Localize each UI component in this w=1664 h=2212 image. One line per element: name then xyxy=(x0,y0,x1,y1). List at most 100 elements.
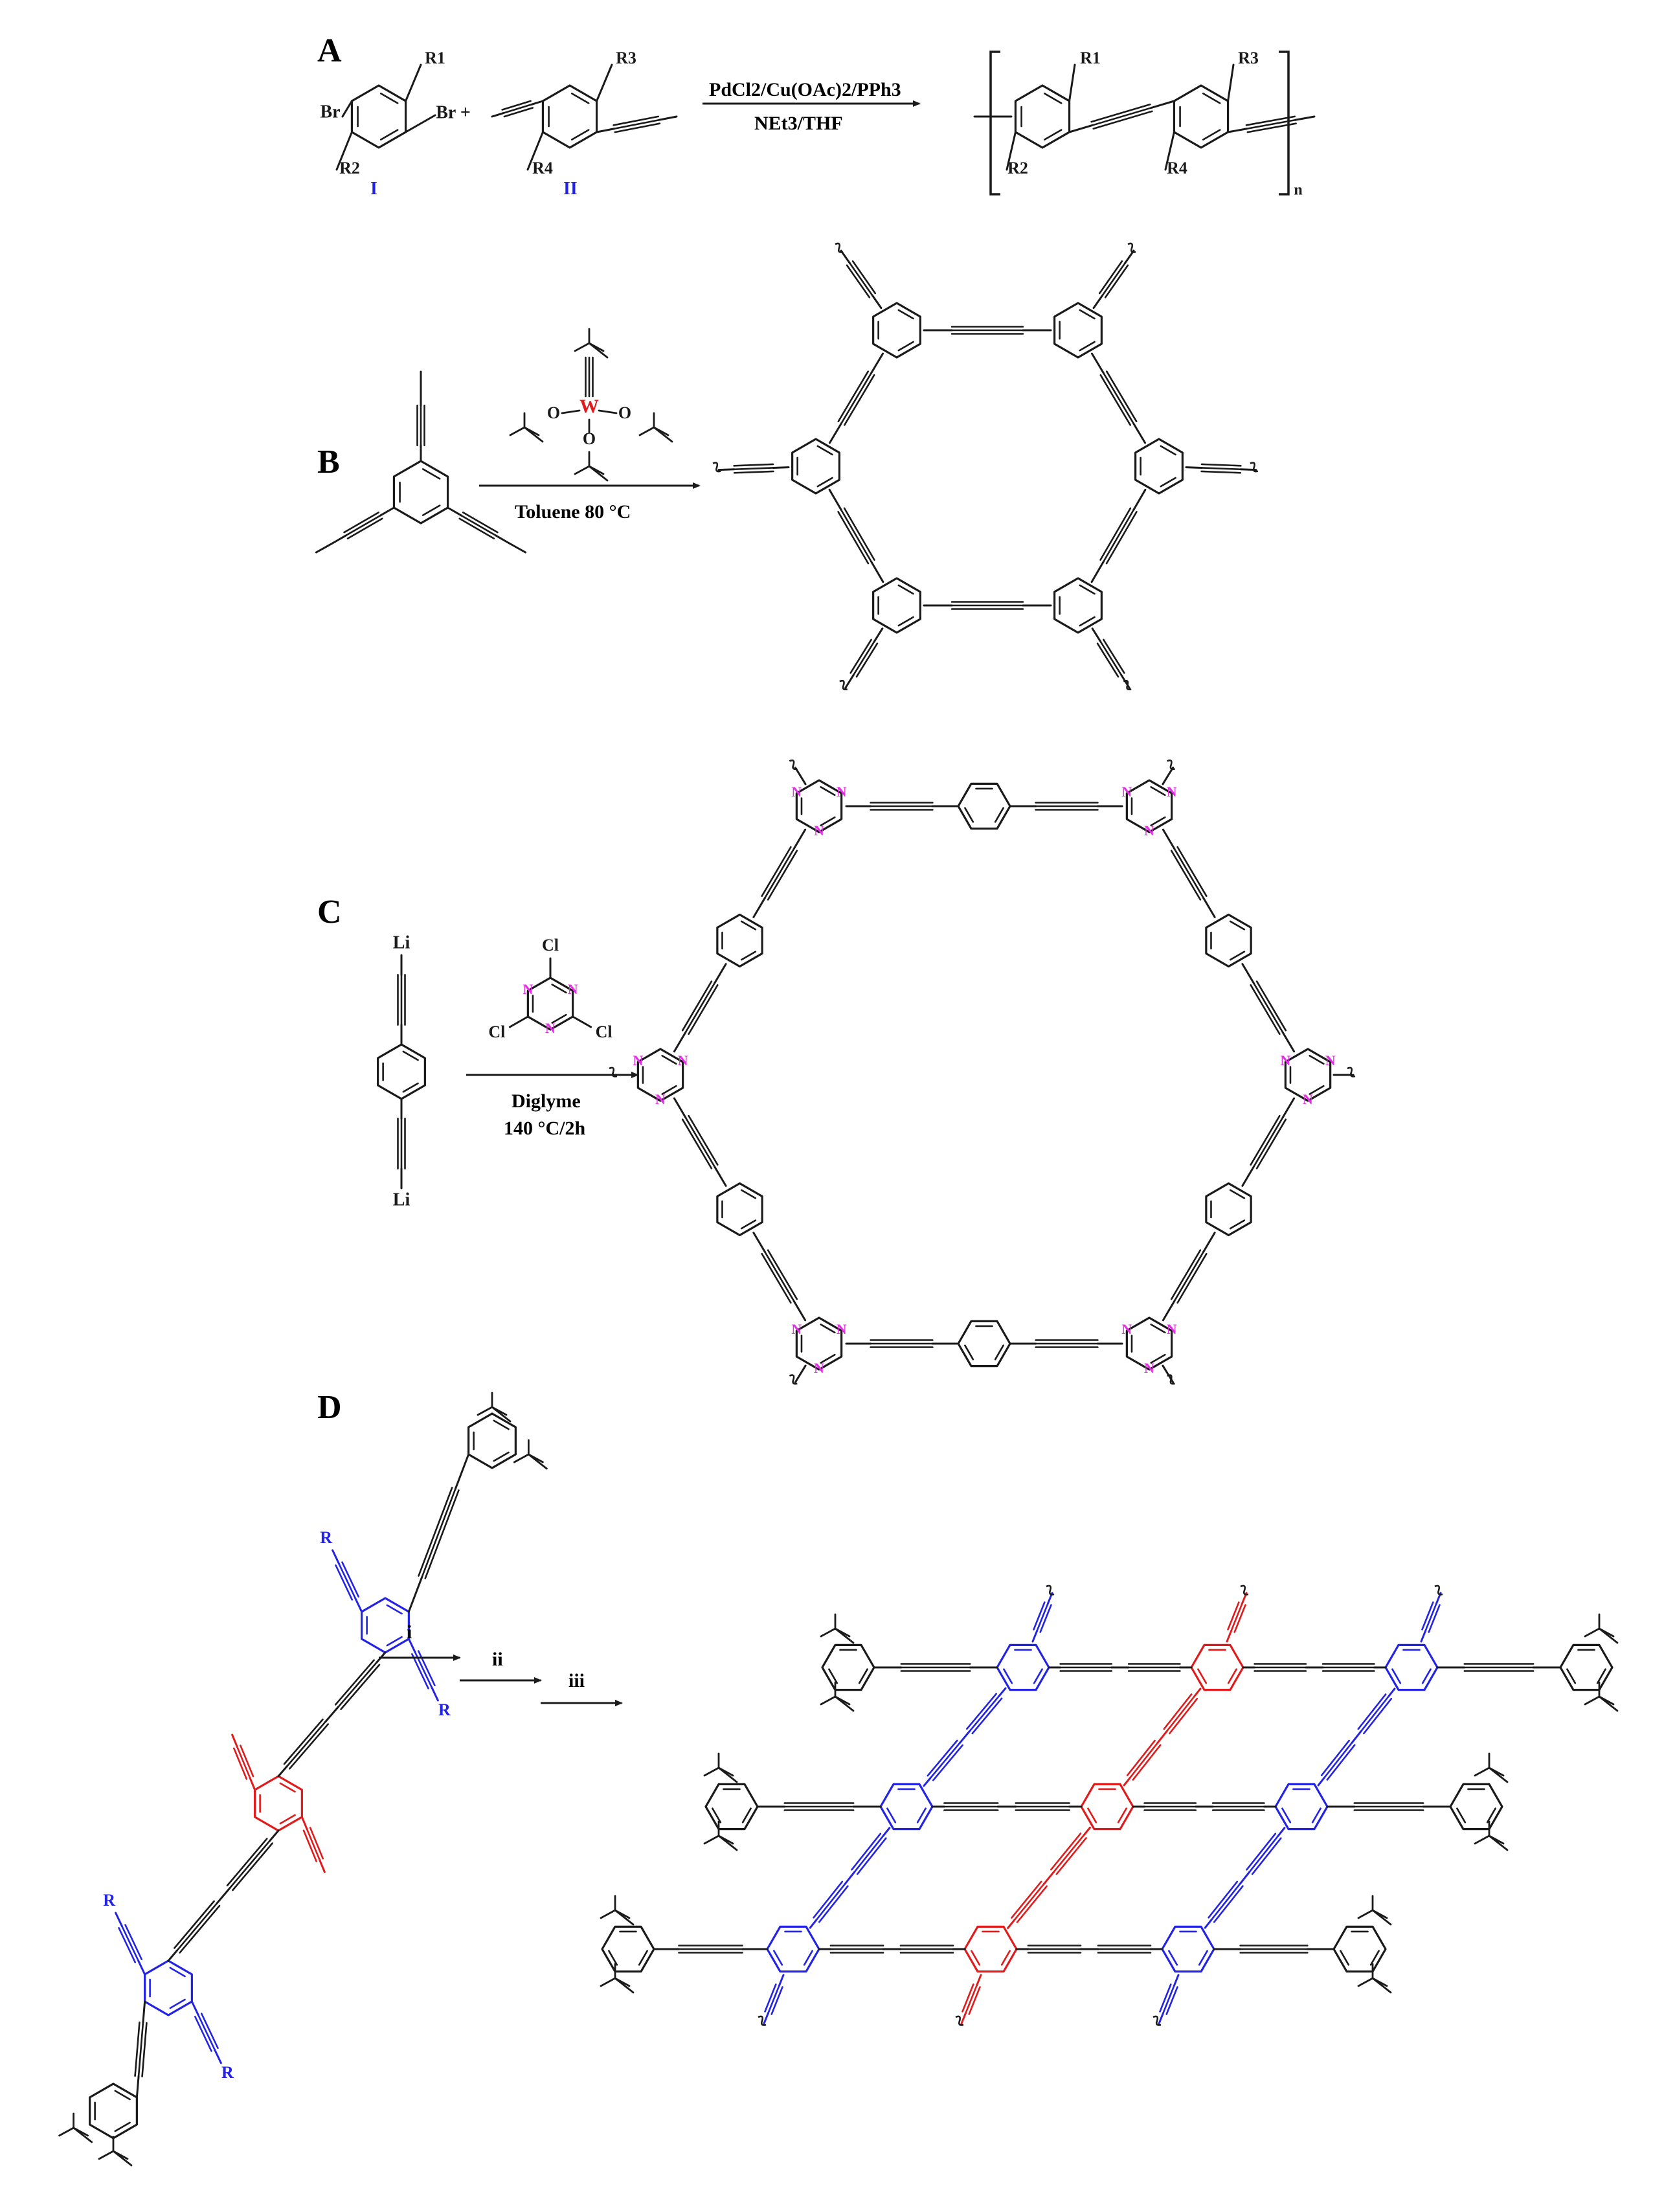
tert-butyl-group xyxy=(58,2112,93,2143)
ring-double-bond xyxy=(740,951,757,961)
bond-line xyxy=(324,1706,339,1723)
bond-line xyxy=(354,1597,363,1613)
tert-butyl-group xyxy=(638,412,673,443)
ring-double-bond xyxy=(1369,1950,1380,1966)
bond-line xyxy=(1474,1766,1490,1777)
bond-line xyxy=(1488,1766,1509,1783)
ring-outline xyxy=(996,1643,1050,1691)
nitrogen-atom: N xyxy=(1144,822,1154,839)
bond-line xyxy=(1226,1630,1233,1643)
ring-double-bond xyxy=(1309,1055,1325,1065)
bond-line xyxy=(190,2000,199,2016)
ring-outline xyxy=(1080,1783,1134,1831)
ring-outline xyxy=(1173,84,1230,149)
ring-outline xyxy=(766,1925,820,1973)
tert-butyl-group xyxy=(1584,1681,1619,1712)
nitrogen-atom: N xyxy=(791,784,802,800)
triple-bond xyxy=(118,1924,142,1963)
bond-line xyxy=(417,1650,436,1687)
bond-line xyxy=(411,1653,429,1689)
macrocycle-alkyne xyxy=(1090,488,1147,583)
ring-double-bond xyxy=(1150,1353,1166,1364)
tert-butyl-group xyxy=(1357,1895,1392,1926)
ring-double-bond xyxy=(1079,309,1096,320)
bond-line xyxy=(112,2150,133,2167)
bond-line xyxy=(1099,374,1132,426)
bond-line xyxy=(216,1886,231,1905)
triple-bond xyxy=(1200,463,1242,474)
bond-line xyxy=(688,984,719,1035)
bond-line xyxy=(319,1858,326,1873)
bond-line xyxy=(1246,119,1296,130)
bond-line xyxy=(703,1834,720,1845)
bond-line xyxy=(1371,1909,1392,1926)
bond-line xyxy=(1126,1739,1156,1777)
bond-line xyxy=(1170,850,1202,901)
ring-outline xyxy=(392,460,449,525)
terminal-alkyne xyxy=(300,1816,326,1873)
macrocycle-alkyne xyxy=(923,326,1052,335)
bond-line xyxy=(851,260,877,295)
triple-bond xyxy=(1245,115,1297,133)
tert-butyl-group xyxy=(1357,1963,1392,1994)
triple-bond xyxy=(961,1983,981,2015)
bond-line xyxy=(405,63,422,102)
triple-bond xyxy=(764,1983,783,2015)
bond-line xyxy=(681,980,713,1032)
monomer-ii-ring xyxy=(541,84,598,149)
triazine-ring-1 xyxy=(795,779,843,833)
triple-bond xyxy=(761,1249,798,1304)
ring-double-bond xyxy=(402,1082,419,1093)
bond-line xyxy=(454,1453,470,1490)
bond-line xyxy=(844,1871,856,1885)
ring-outline xyxy=(1274,1783,1329,1831)
ring-outline xyxy=(879,1783,934,1831)
bond-line xyxy=(379,506,395,517)
tert-butyl-group xyxy=(509,412,544,443)
bond-line xyxy=(503,107,534,118)
network-bottom-alkyne xyxy=(763,1974,785,2025)
bond-line xyxy=(197,2014,216,2051)
nitrogen-atom: N xyxy=(1167,1321,1177,1337)
ring-double-bond xyxy=(1087,1807,1097,1823)
bond-line xyxy=(509,426,526,436)
ring-double-bond xyxy=(971,1950,981,1966)
network-top-alkyne xyxy=(1226,1592,1248,1643)
bond-line xyxy=(268,1829,280,1842)
bond-line xyxy=(1105,370,1138,423)
propynyl-left xyxy=(331,506,395,545)
nitrogen-atom: N xyxy=(568,981,578,997)
r1-label: R1 xyxy=(425,49,445,67)
bond-line xyxy=(1150,100,1175,109)
bond-line xyxy=(1248,1834,1279,1873)
bond-line xyxy=(688,1114,719,1166)
outer-alkyne xyxy=(717,463,790,474)
bond-line xyxy=(1210,1882,1241,1921)
framework-alkyne xyxy=(1010,1339,1123,1348)
nitrogen-atom: N xyxy=(655,1091,666,1107)
bond-line xyxy=(998,1687,1007,1697)
bond-line xyxy=(176,1902,218,1952)
bond-line xyxy=(600,1909,616,1919)
r2-label: R2 xyxy=(1007,159,1028,177)
triple-bond xyxy=(851,1833,887,1875)
ring-double-bond xyxy=(816,445,833,456)
alkyne-to-tbutylphenyl xyxy=(407,1453,470,1613)
bond-line xyxy=(523,426,544,443)
triple-bond xyxy=(829,1945,884,1954)
ring-double-bond xyxy=(551,984,567,994)
tert-butyl-group xyxy=(1474,1820,1509,1851)
triple-bond xyxy=(613,115,661,133)
monomer-i-label: I xyxy=(370,179,377,199)
bond-line xyxy=(232,1747,248,1780)
butadiyne-linker xyxy=(277,1651,387,1778)
ring-outline xyxy=(795,779,843,833)
triple-bond xyxy=(1250,980,1287,1035)
bond-line xyxy=(851,1833,882,1871)
bond-line xyxy=(614,122,661,133)
bond-line xyxy=(714,963,727,984)
bond-line xyxy=(1253,1116,1284,1168)
framework-alkyne xyxy=(752,828,807,918)
